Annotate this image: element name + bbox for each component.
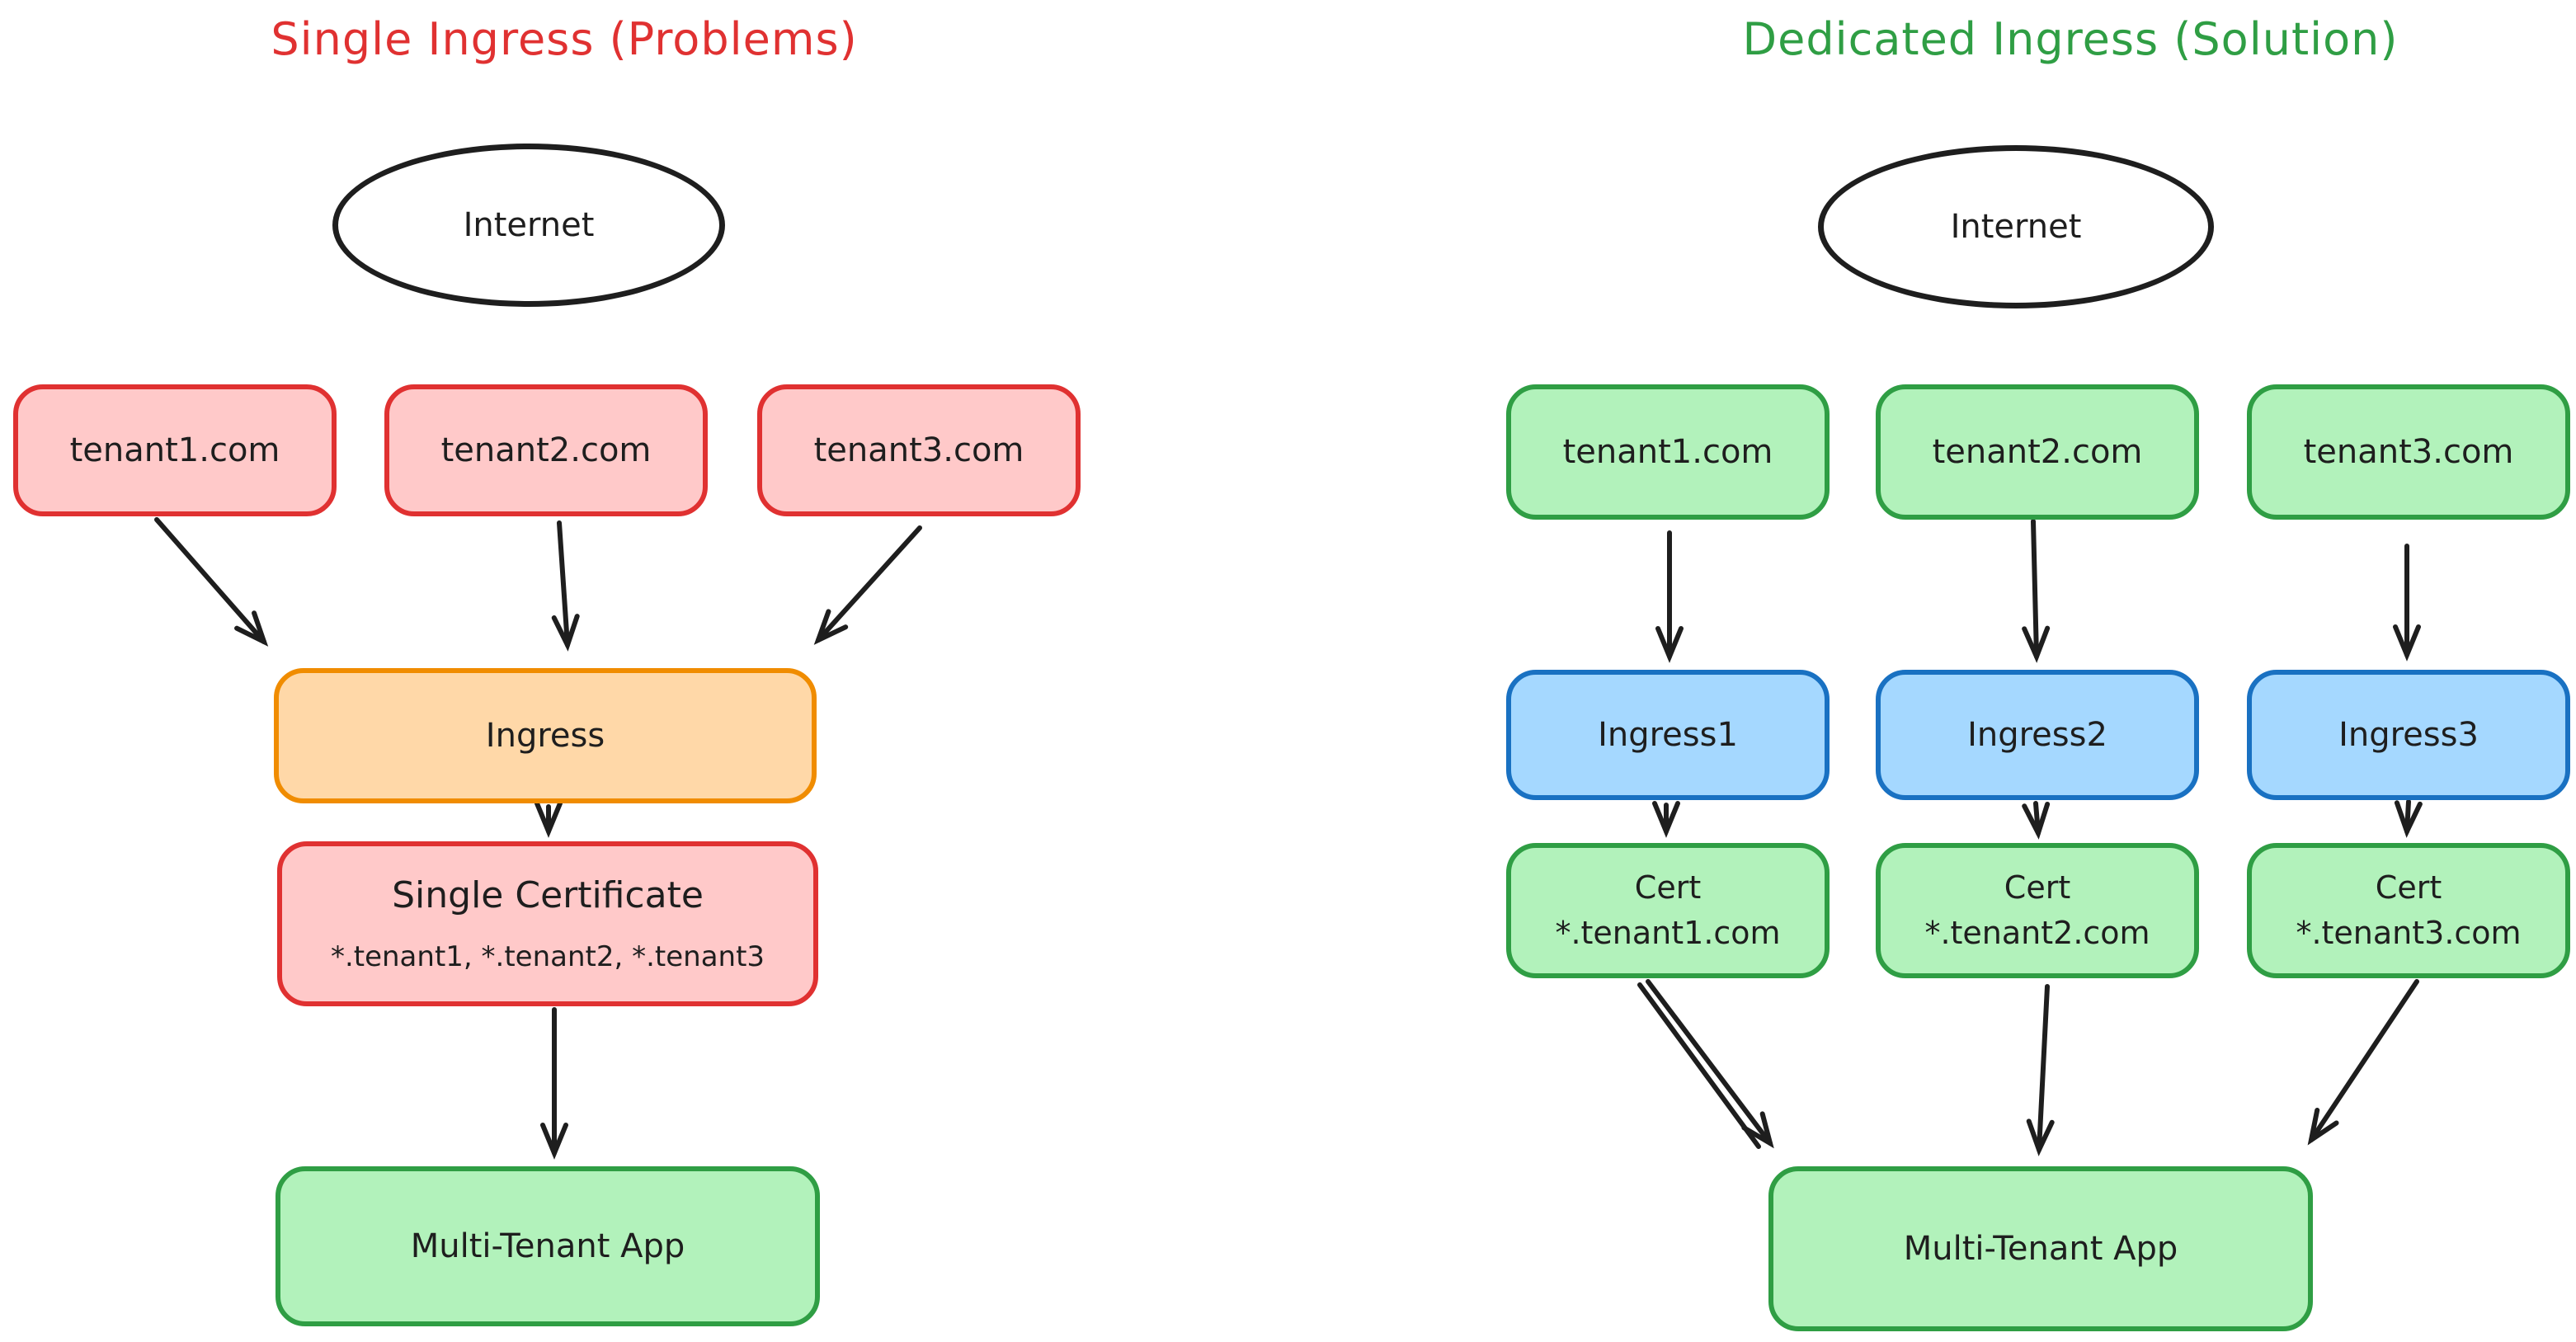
- left-ingress-node: Ingress: [274, 668, 817, 803]
- left-tenant2-node: tenant2.com: [384, 384, 708, 516]
- right-tenant1-label: tenant1.com: [1562, 433, 1773, 471]
- right-tenant3-label: tenant3.com: [2303, 433, 2514, 471]
- right-internet-label: Internet: [1950, 208, 2082, 246]
- left-app-label: Multi-Tenant App: [410, 1227, 685, 1265]
- right-cert2-title: Cert: [2004, 869, 2071, 906]
- right-ingress1-label: Ingress1: [1598, 716, 1738, 754]
- arrow-right-ingress2-to-cert2: [2022, 801, 2051, 840]
- right-panel-title: Dedicated Ingress (Solution): [1742, 13, 2399, 65]
- left-multi-tenant-app-node: Multi-Tenant App: [275, 1166, 820, 1326]
- left-tenant2-label: tenant2.com: [440, 431, 652, 469]
- right-multi-tenant-app-node: Multi-Tenant App: [1768, 1166, 2313, 1331]
- right-cert2-subtitle: *.tenant2.com: [1924, 915, 2150, 951]
- right-cert1-subtitle: *.tenant1.com: [1555, 915, 1781, 951]
- arrow-left-tenant3-to-ingress: [813, 525, 922, 645]
- left-tenant1-label: tenant1.com: [69, 431, 280, 469]
- right-ingress3-label: Ingress3: [2338, 716, 2479, 754]
- left-tenant3-node: tenant3.com: [757, 384, 1081, 516]
- right-internet-node: Internet: [1818, 145, 2214, 308]
- right-tenant2-node: tenant2.com: [1876, 384, 2199, 520]
- right-cert3-title: Cert: [2375, 869, 2442, 906]
- right-app-label: Multi-Tenant App: [1903, 1230, 2178, 1268]
- arrow-left-tenant1-to-ingress: [154, 517, 269, 647]
- right-cert2-node: Cert *.tenant2.com: [1876, 843, 2199, 978]
- left-ingress-label: Ingress: [485, 717, 605, 755]
- arrow-right-cert1-to-app-sketch-stroke: [1637, 982, 1761, 1149]
- arrow-left-tenant2-to-ingress: [551, 520, 580, 652]
- arrow-right-cert1-to-app: [1646, 979, 1774, 1149]
- arrow-right-cert3-to-app: [2307, 979, 2419, 1146]
- right-ingress2-label: Ingress2: [1967, 716, 2107, 754]
- right-cert1-node: Cert *.tenant1.com: [1506, 843, 1830, 978]
- right-ingress3-node: Ingress3: [2247, 670, 2570, 800]
- left-single-certificate-node: Single Certificate *.tenant1, *.tenant2,…: [277, 841, 818, 1006]
- right-tenant1-node: tenant1.com: [1506, 384, 1830, 520]
- left-tenant3-label: tenant3.com: [813, 431, 1024, 469]
- left-certificate-title: Single Certificate: [392, 874, 704, 917]
- left-tenant1-node: tenant1.com: [13, 384, 337, 516]
- right-tenant2-label: tenant2.com: [1932, 433, 2143, 471]
- left-panel-title: Single Ingress (Problems): [271, 13, 858, 65]
- right-tenant3-node: tenant3.com: [2247, 384, 2570, 520]
- right-ingress1-node: Ingress1: [1506, 670, 1830, 800]
- right-cert3-node: Cert *.tenant3.com: [2247, 843, 2570, 978]
- left-internet-label: Internet: [463, 206, 595, 244]
- left-certificate-subtitle: *.tenant1, *.tenant2, *.tenant3: [330, 940, 765, 974]
- arrow-right-tenant2-to-ingress2: [2022, 519, 2051, 663]
- left-internet-node: Internet: [332, 144, 725, 307]
- right-cert3-subtitle: *.tenant3.com: [2296, 915, 2522, 951]
- arrow-right-cert2-to-app: [2026, 984, 2055, 1156]
- right-cert1-title: Cert: [1634, 869, 1702, 906]
- arrow-right-ingress3-to-cert3: [2394, 799, 2423, 838]
- right-ingress2-node: Ingress2: [1876, 670, 2199, 800]
